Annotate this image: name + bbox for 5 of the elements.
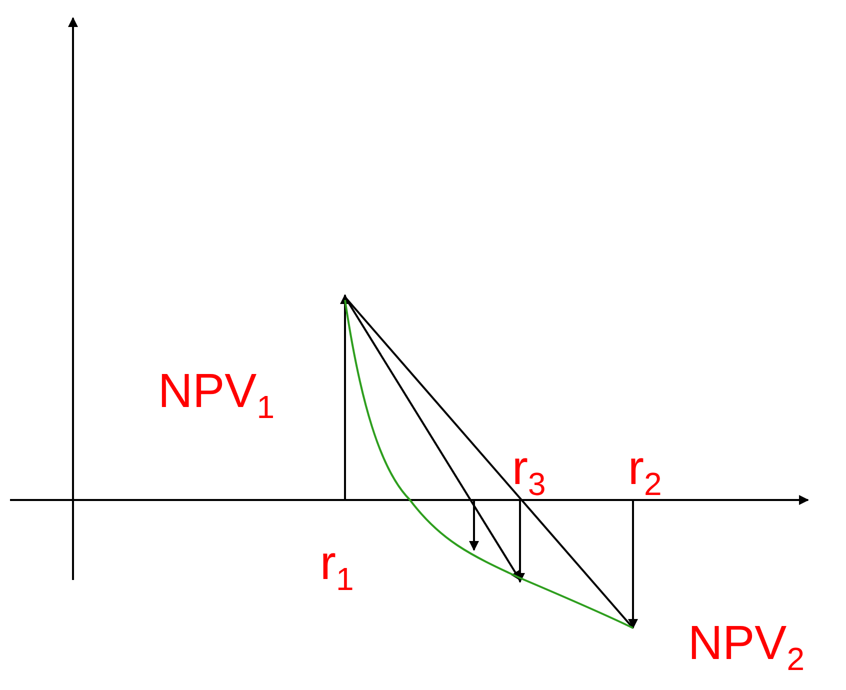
axis-label: r$_{1}$	[320, 540, 354, 596]
axis-label: NPV$_{1}$	[158, 368, 274, 424]
axis-label: r$_{3}$	[512, 445, 546, 500]
axis-label: r$_{2}$	[628, 445, 662, 500]
axis-label: NPV$_{2}$	[688, 620, 804, 676]
